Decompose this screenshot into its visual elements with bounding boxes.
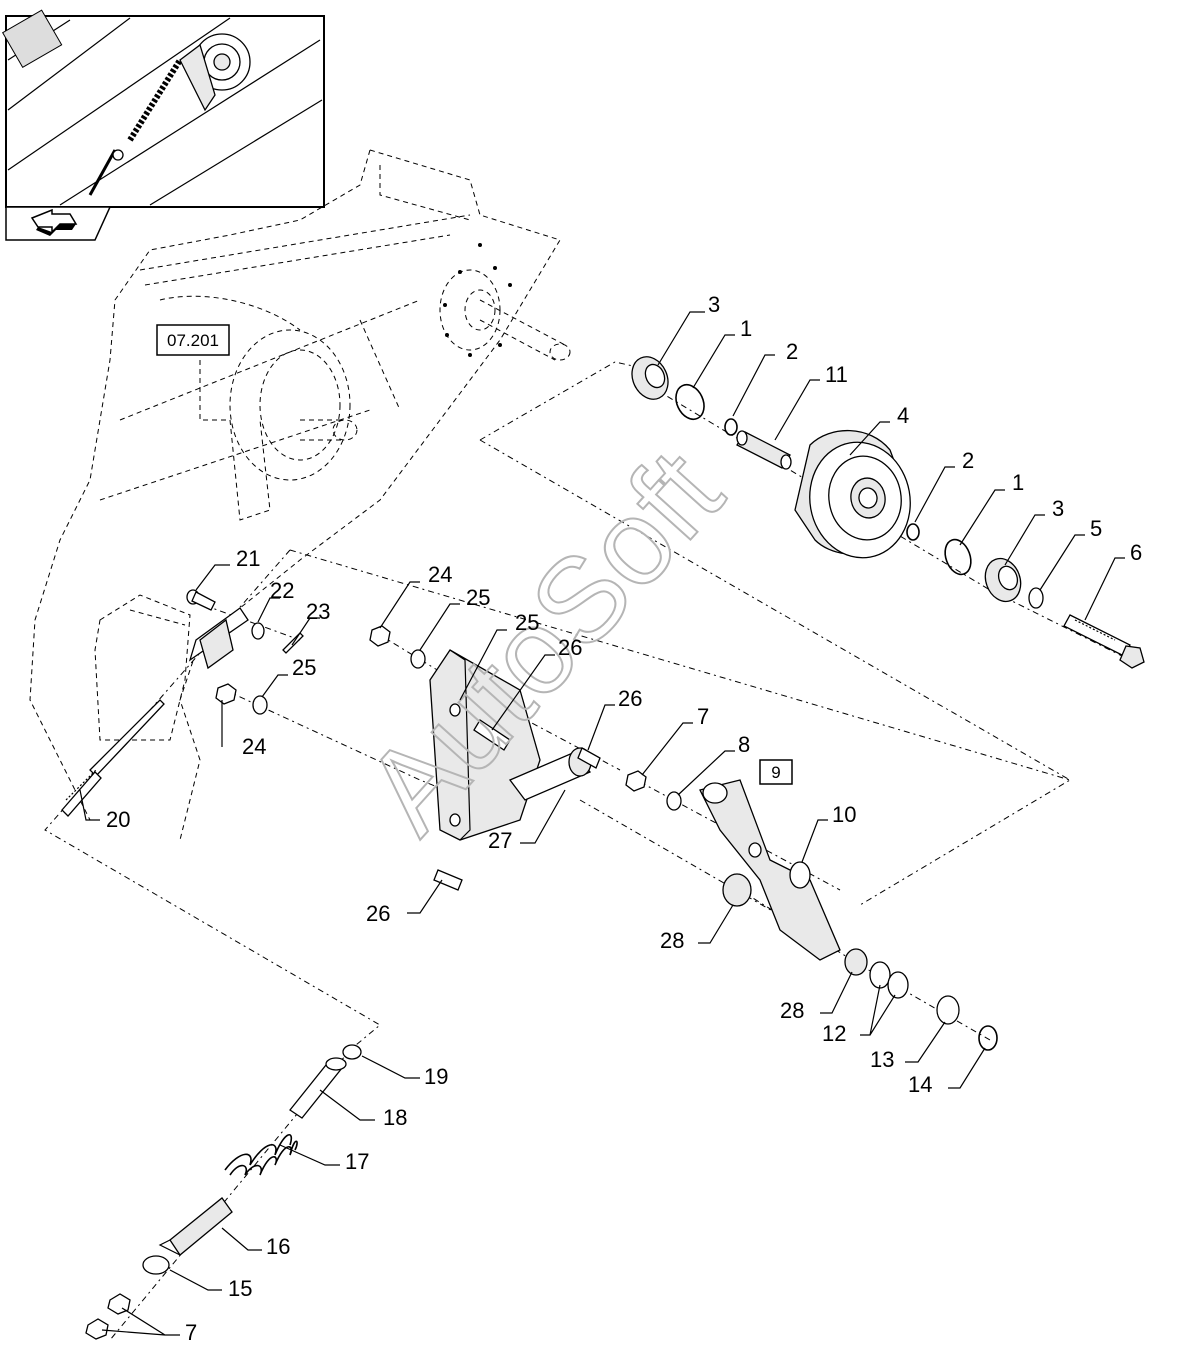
callout-25-upper: 25 [466, 585, 490, 610]
tension-rod-part [61, 607, 249, 817]
callout-18: 18 [383, 1105, 407, 1130]
callout-26-upper: 26 [558, 635, 582, 660]
washer-15 [142, 1255, 170, 1275]
callout-24-lower: 24 [242, 734, 266, 759]
callout-20: 20 [106, 807, 130, 832]
callout-17: 17 [345, 1149, 369, 1174]
callout-25-mid: 25 [515, 610, 539, 635]
mounting-bracket-part [429, 649, 592, 841]
callout-6: 6 [1130, 540, 1142, 565]
callout-27: 27 [488, 828, 512, 853]
callout-23: 23 [306, 599, 330, 624]
callout-12: 12 [822, 1021, 846, 1046]
compression-spring-part [224, 1134, 298, 1176]
callout-24-upper: 24 [428, 562, 452, 587]
callout-22: 22 [270, 578, 294, 603]
callout-1: 1 [740, 316, 752, 341]
callout-7-mid: 7 [697, 704, 709, 729]
callout-3-right: 3 [1052, 496, 1064, 521]
callout-26-mid: 26 [618, 686, 642, 711]
callout-numbers: 3 1 2 11 4 2 1 3 5 6 21 22 23 24 25 25 2… [106, 292, 1142, 1345]
callout-25-left: 25 [292, 655, 316, 680]
nut-7 [85, 1318, 109, 1340]
callout-19: 19 [424, 1064, 448, 1089]
callout-2: 2 [786, 339, 798, 364]
parts [61, 356, 1145, 1340]
callout-28-left: 28 [660, 928, 684, 953]
callout-5: 5 [1090, 516, 1102, 541]
callout-2-right: 2 [962, 448, 974, 473]
callout-21: 21 [236, 546, 260, 571]
callout-14: 14 [908, 1072, 932, 1097]
callout-15: 15 [228, 1276, 252, 1301]
assembly-reference: 9 [771, 763, 780, 782]
callout-7-lower: 7 [185, 1320, 197, 1345]
tension-arm-part [699, 779, 841, 961]
bearing-part [631, 356, 669, 400]
inset-thumbnail[interactable] [1, 9, 325, 208]
callout-4: 4 [897, 403, 909, 428]
background-frame [29, 149, 571, 841]
bearing-part [984, 557, 1022, 603]
callout-13: 13 [870, 1047, 894, 1072]
spring-guide-part [289, 1057, 347, 1119]
spacer-part [736, 430, 792, 470]
callout-11: 11 [825, 362, 848, 387]
back-arrow-icon [36, 224, 76, 236]
callout-3: 3 [708, 292, 720, 317]
back-arrow-box[interactable] [5, 206, 112, 241]
bolt-part [1063, 614, 1145, 669]
callout-26-lower: 26 [366, 901, 390, 926]
callout-28-right: 28 [780, 998, 804, 1023]
section-reference: 07.201 [167, 331, 219, 350]
washer-19 [342, 1044, 362, 1060]
callout-1-right: 1 [1012, 470, 1024, 495]
pulley-part [794, 429, 911, 559]
callout-8: 8 [738, 732, 750, 757]
callout-16: 16 [266, 1234, 290, 1259]
leader-lines [79, 311, 1125, 1336]
pin-part [186, 589, 216, 611]
bracket-plate-part [158, 1197, 233, 1256]
callout-10: 10 [832, 802, 856, 827]
